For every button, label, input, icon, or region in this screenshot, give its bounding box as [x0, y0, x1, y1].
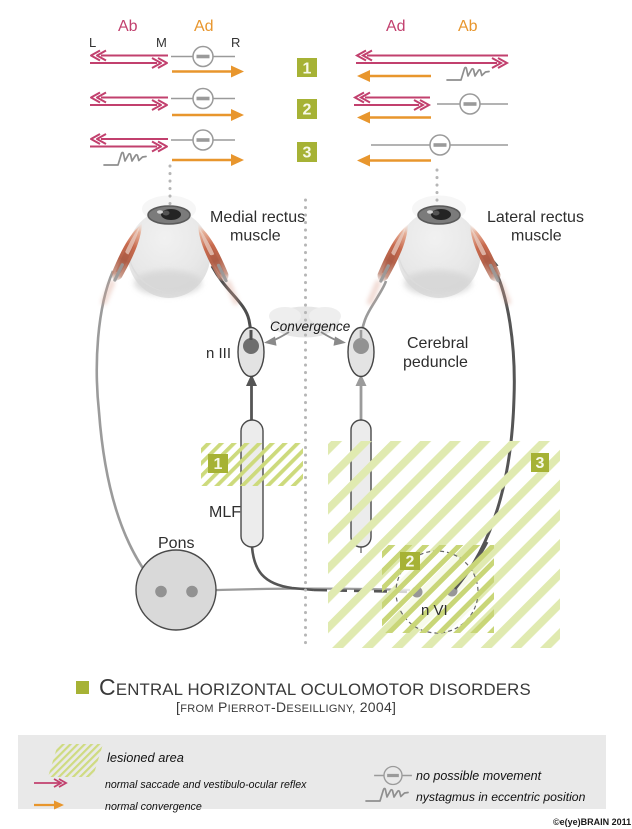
svg-text:normal saccade and vestibulo-o: normal saccade and vestibulo-ocular refl…: [105, 779, 307, 791]
svg-text:peduncle: peduncle: [403, 354, 468, 371]
svg-text:Ab: Ab: [118, 18, 138, 35]
svg-text:R: R: [231, 35, 240, 50]
svg-text:Ad: Ad: [194, 18, 214, 35]
svg-text:Ad: Ad: [386, 18, 406, 35]
svg-text:MLF: MLF: [209, 504, 241, 521]
svg-text:Lateral rectus: Lateral rectus: [487, 209, 584, 226]
svg-text:Medial rectus: Medial rectus: [210, 209, 305, 226]
svg-text:lesioned area: lesioned area: [107, 750, 184, 765]
svg-text:Convergence: Convergence: [270, 319, 350, 334]
svg-text:n VI: n VI: [421, 602, 448, 619]
svg-text:Cerebral: Cerebral: [407, 335, 468, 352]
svg-text:1: 1: [214, 456, 223, 473]
svg-text:muscle: muscle: [511, 228, 562, 245]
svg-text:CENTRAL HORIZONTAL OCULOMOTOR: CENTRAL HORIZONTAL OCULOMOTOR DISORDERS: [99, 674, 531, 700]
svg-text:3: 3: [536, 455, 545, 472]
svg-text:muscle: muscle: [230, 228, 281, 245]
svg-text:3: 3: [303, 145, 312, 162]
svg-text:L: L: [89, 35, 96, 50]
svg-text:2: 2: [406, 554, 415, 571]
svg-text:M: M: [156, 35, 167, 50]
svg-text:Ab: Ab: [458, 18, 478, 35]
svg-text:Pons: Pons: [158, 535, 194, 552]
svg-text:1: 1: [303, 61, 312, 78]
svg-text:[FROM PIERROT-DESEILLIGNY, 200: [FROM PIERROT-DESEILLIGNY, 2004]: [176, 699, 396, 715]
svg-text:n III: n III: [206, 345, 231, 362]
svg-text:normal convergence: normal convergence: [105, 801, 202, 813]
svg-text:no possible movement: no possible movement: [416, 769, 542, 783]
svg-text:©e(ye)BRAIN 2011: ©e(ye)BRAIN 2011: [553, 817, 631, 827]
svg-text:nystagmus in eccentric positio: nystagmus in eccentric position: [416, 790, 586, 804]
svg-text:2: 2: [303, 102, 312, 119]
